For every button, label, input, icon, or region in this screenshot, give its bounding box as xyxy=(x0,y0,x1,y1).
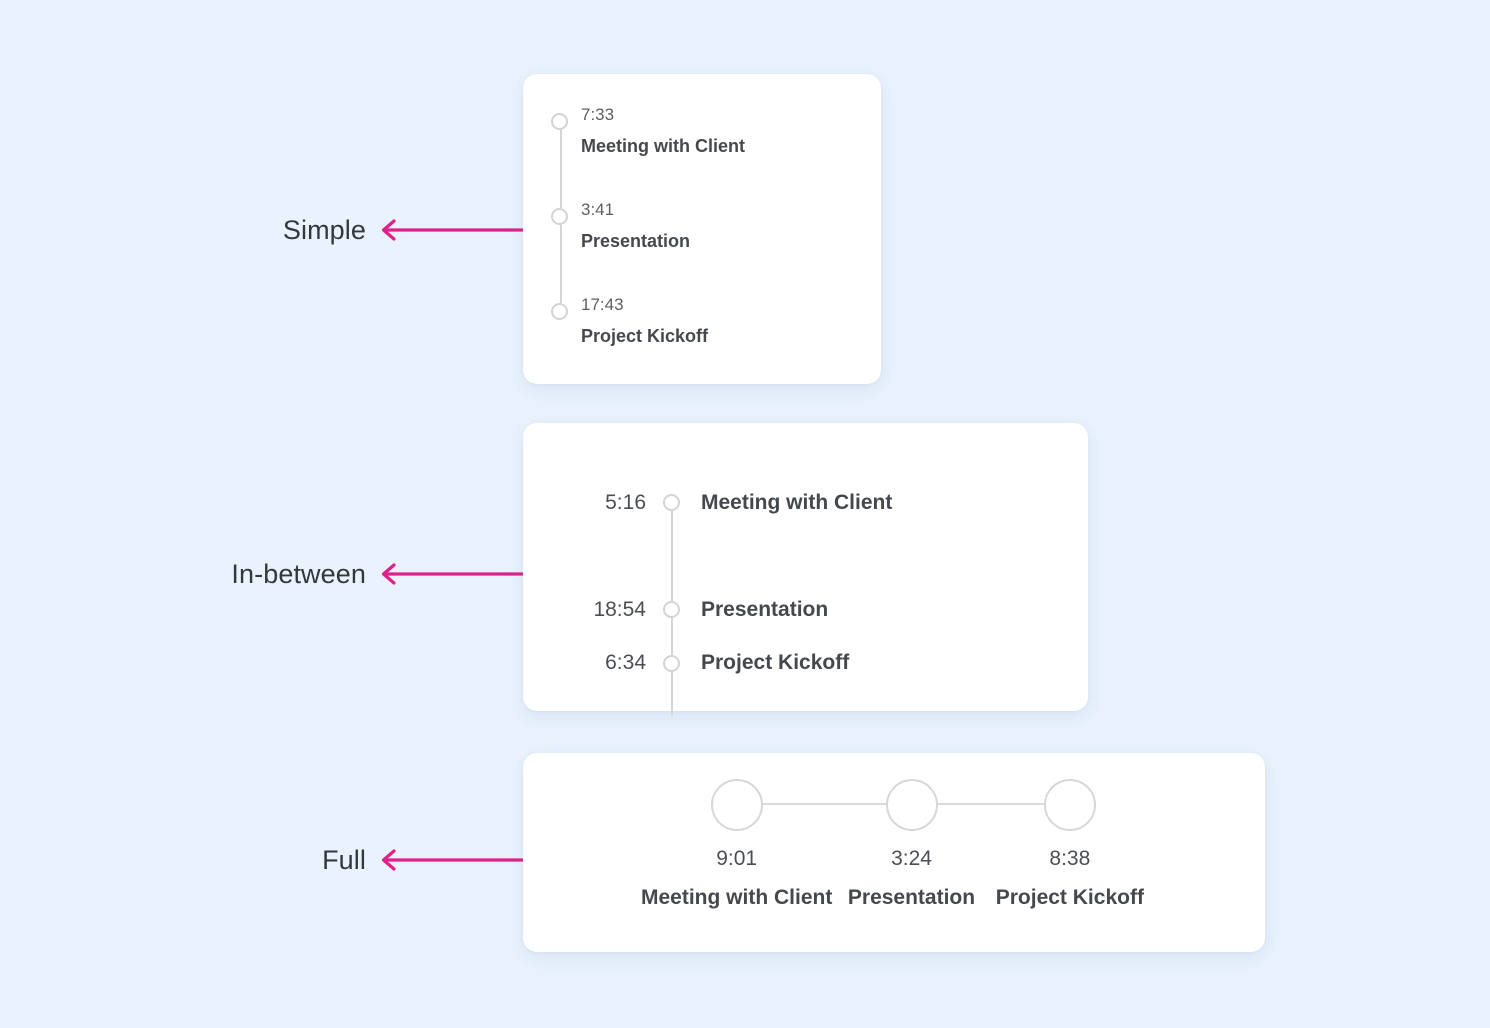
timeline-item[interactable]: 18:54 Presentation xyxy=(523,556,1088,716)
timeline-item-title: Meeting with Client xyxy=(641,886,833,909)
timeline-simple: 7:33 Meeting with Client 3:41 Presentati… xyxy=(551,104,859,358)
timeline-dot-icon xyxy=(710,779,763,831)
timeline-item-content: 7:33 Meeting with Client xyxy=(581,104,745,159)
timeline-card-full: 9:01 Meeting with Client 3:24 Presentati… xyxy=(523,753,1265,952)
timeline-connector-line xyxy=(911,803,1070,805)
timeline-connector-line xyxy=(559,130,562,208)
annotation-label-full: Full xyxy=(322,844,366,875)
timeline-item-title: Project Kickoff xyxy=(701,651,850,674)
timeline-marker xyxy=(551,303,570,320)
timeline-item[interactable]: 7:33 Meeting with Client xyxy=(551,104,859,208)
timeline-dot-icon xyxy=(663,494,680,511)
timeline-item-time: 7:33 xyxy=(581,105,615,124)
timeline-item-content: Meeting with Client xyxy=(681,491,892,515)
timeline-item-content: 17:43 Project Kickoff xyxy=(581,294,708,349)
timeline-card-in-between: 5:16 Meeting with Client 18:54 xyxy=(523,423,1088,716)
timeline-item-time-cell: 5:16 xyxy=(523,491,662,515)
arrow-left-icon xyxy=(381,219,526,241)
timeline-connector-line xyxy=(670,502,673,609)
timeline-dot-icon xyxy=(551,208,568,225)
timeline-item-time: 5:16 xyxy=(605,490,646,514)
timeline-item-time: 17:43 xyxy=(581,295,624,314)
timeline-item[interactable]: 9:01 Meeting with Client xyxy=(641,779,928,910)
timeline-connector-line xyxy=(736,803,928,805)
timeline-item-time-cell: 18:54 xyxy=(523,598,662,622)
timeline-item-time: 18:54 xyxy=(593,597,646,621)
timeline-dot-icon xyxy=(885,779,938,831)
timeline-full: 9:01 Meeting with Client 3:24 Presentati… xyxy=(523,779,1265,934)
timeline-item-title: Project Kickoff xyxy=(995,886,1144,909)
timeline-item-title: Meeting with Client xyxy=(701,490,893,514)
timeline-item-title: Project Kickoff xyxy=(581,326,709,346)
timeline-item[interactable]: 5:16 Meeting with Client xyxy=(523,449,1088,609)
timeline-item[interactable]: 3:41 Presentation xyxy=(551,199,859,303)
timeline-dot-icon xyxy=(663,601,680,618)
timeline-item-time-cell: 6:34 xyxy=(523,651,662,675)
timeline-item-time: 3:24 xyxy=(891,847,932,870)
timeline-in-between: 5:16 Meeting with Client 18:54 xyxy=(523,449,1088,716)
timeline-marker xyxy=(662,654,681,672)
timeline-track: 9:01 Meeting with Client 3:24 Presentati… xyxy=(641,779,1149,910)
timeline-item[interactable]: 3:24 Presentation xyxy=(832,779,1070,910)
timeline-item-content: Project Kickoff xyxy=(681,651,849,675)
timeline-dot-icon xyxy=(663,654,680,672)
arrow-left-icon xyxy=(381,849,526,871)
timeline-item-content: Presentation xyxy=(681,598,828,622)
timeline-item-title: Presentation xyxy=(847,886,976,909)
timeline-marker xyxy=(551,113,570,208)
timeline-item-title: Presentation xyxy=(581,231,691,251)
timeline-item[interactable]: 17:43 Project Kickoff xyxy=(551,294,859,366)
timeline-card-simple: 7:33 Meeting with Client 3:41 Presentati… xyxy=(523,74,881,384)
timeline-item-content: 3:41 Presentation xyxy=(581,199,690,254)
timeline-item-time: 8:38 xyxy=(1049,847,1091,870)
timeline-item-title: Presentation xyxy=(701,597,829,621)
timeline-marker xyxy=(662,494,681,609)
annotation-simple: Simple xyxy=(176,210,526,250)
arrow-left-icon xyxy=(381,563,526,585)
timeline-connector-line xyxy=(559,225,562,303)
annotation-full: Full xyxy=(226,840,526,880)
timeline-item-time: 6:34 xyxy=(605,651,646,674)
timeline-dot-icon xyxy=(551,303,568,320)
timeline-dot-icon xyxy=(1043,779,1096,831)
timeline-marker xyxy=(662,601,681,716)
timeline-item[interactable]: 8:38 Project Kickoff xyxy=(991,779,1149,910)
timeline-marker xyxy=(551,208,570,303)
annotation-in-between: In-between xyxy=(120,554,526,594)
timeline-item-title: Meeting with Client xyxy=(581,136,745,156)
annotation-label-in-between: In-between xyxy=(231,558,366,589)
timeline-item-time: 3:41 xyxy=(581,200,615,219)
timeline-item-time: 9:01 xyxy=(716,847,758,870)
annotation-label-simple: Simple xyxy=(282,214,366,245)
timeline-dot-icon xyxy=(551,113,568,130)
